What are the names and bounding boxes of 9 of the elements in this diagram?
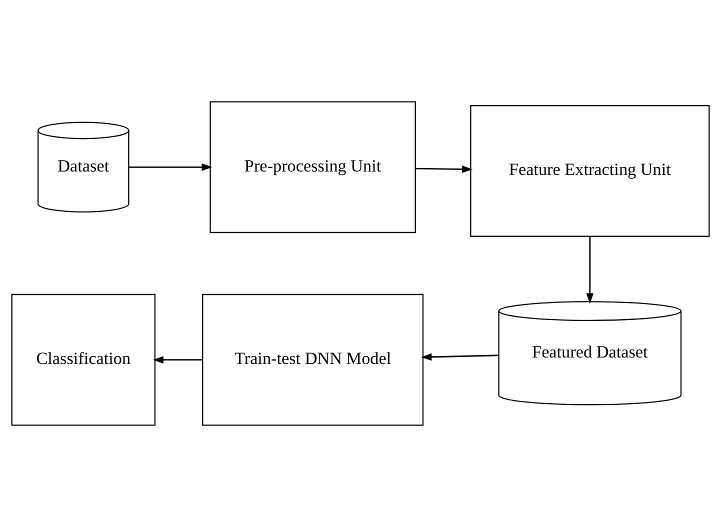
node-box: Train-test DNN Model [202,293,424,426]
arrow [128,162,212,170]
arrow [421,352,499,360]
node-box: Classification [11,293,156,426]
arrow [415,165,473,172]
node-box: Pre-processing Unit [210,100,416,233]
node-box: Feature Extracting Unit [470,104,710,236]
arrow [152,356,202,364]
arrow [586,236,594,304]
